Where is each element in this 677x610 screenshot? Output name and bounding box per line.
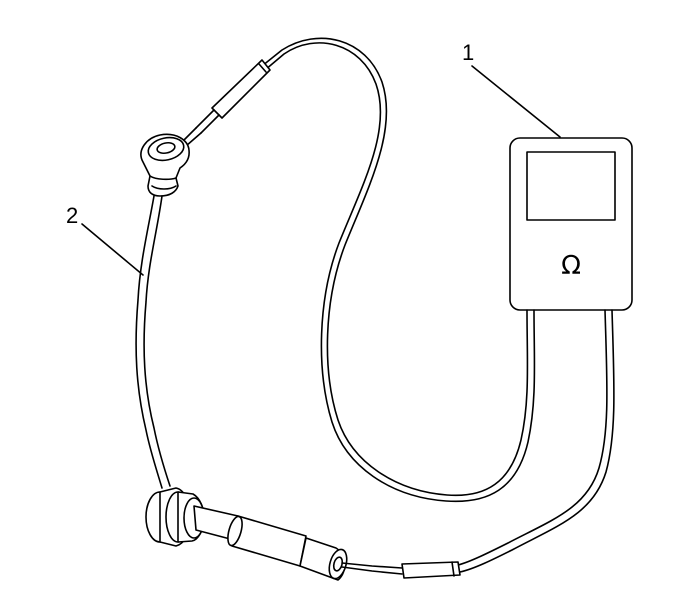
ignition-wire bbox=[135, 195, 171, 489]
callout-1-label: 1 bbox=[462, 40, 474, 65]
lower-boot bbox=[145, 487, 348, 581]
callout-2-label: 2 bbox=[66, 203, 78, 228]
ohmmeter: Ω bbox=[509, 137, 633, 311]
meter-display bbox=[526, 151, 616, 221]
upper-probe bbox=[181, 59, 271, 147]
lower-probe bbox=[341, 561, 461, 579]
callout-2: 2 bbox=[66, 203, 144, 276]
ohm-symbol: Ω bbox=[561, 251, 581, 281]
meter-lead-right bbox=[457, 309, 615, 573]
upper-boot bbox=[140, 133, 190, 197]
callout-1: 1 bbox=[462, 40, 561, 138]
meter-lead-left bbox=[261, 37, 536, 503]
